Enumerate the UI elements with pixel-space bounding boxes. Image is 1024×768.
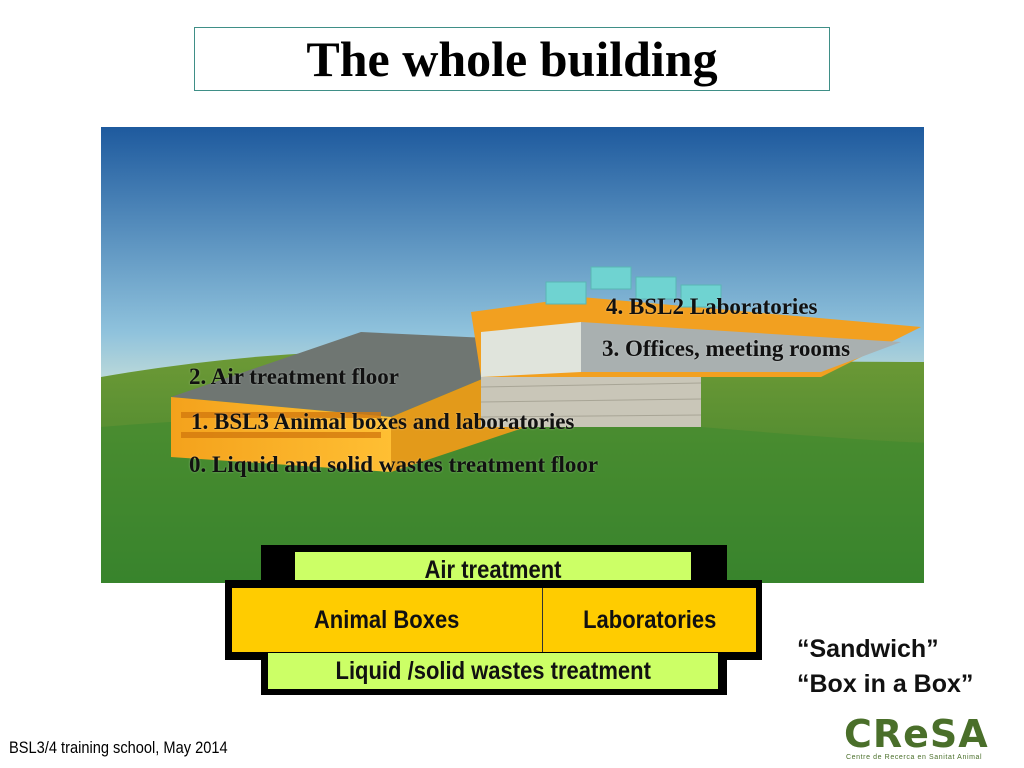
footer-text: BSL3/4 training school, May 2014: [9, 738, 228, 757]
floor-label-4: 4. BSL2 Laboratories: [606, 294, 818, 319]
building-render: 4. BSL2 Laboratories 3. Offices, meeting…: [101, 127, 924, 583]
logo-subtitle: Centre de Recerca en Sanitat Animal: [846, 754, 983, 761]
diagram-middle: Animal Boxes Laboratories: [232, 588, 756, 652]
building-illustration: [101, 127, 924, 583]
floor-label-3: 3. Offices, meeting rooms: [602, 336, 851, 361]
diagram-wastes-treatment: Liquid /solid wastes treatment: [268, 653, 718, 689]
floor-label-1: 1. BSL3 Animal boxes and laboratories: [191, 409, 575, 434]
sandwich-caption: “Sandwich” “Box in a Box”: [797, 632, 973, 702]
cresa-logo: CReSA Centre de Recerca en Sanitat Anima…: [840, 712, 1020, 768]
diagram-laboratories: Laboratories: [582, 605, 717, 634]
diagram-animal-boxes: Animal Boxes: [232, 588, 543, 652]
caption-line-1: “Sandwich”: [797, 635, 939, 663]
caption-line-2: “Box in a Box”: [797, 670, 974, 698]
floor-label-2: 2. Air treatment floor: [189, 364, 399, 389]
logo-word: CReSA: [844, 712, 989, 756]
slide-title: The whole building: [194, 27, 830, 91]
floor-label-0: 0. Liquid and solid wastes treatment flo…: [189, 452, 599, 477]
